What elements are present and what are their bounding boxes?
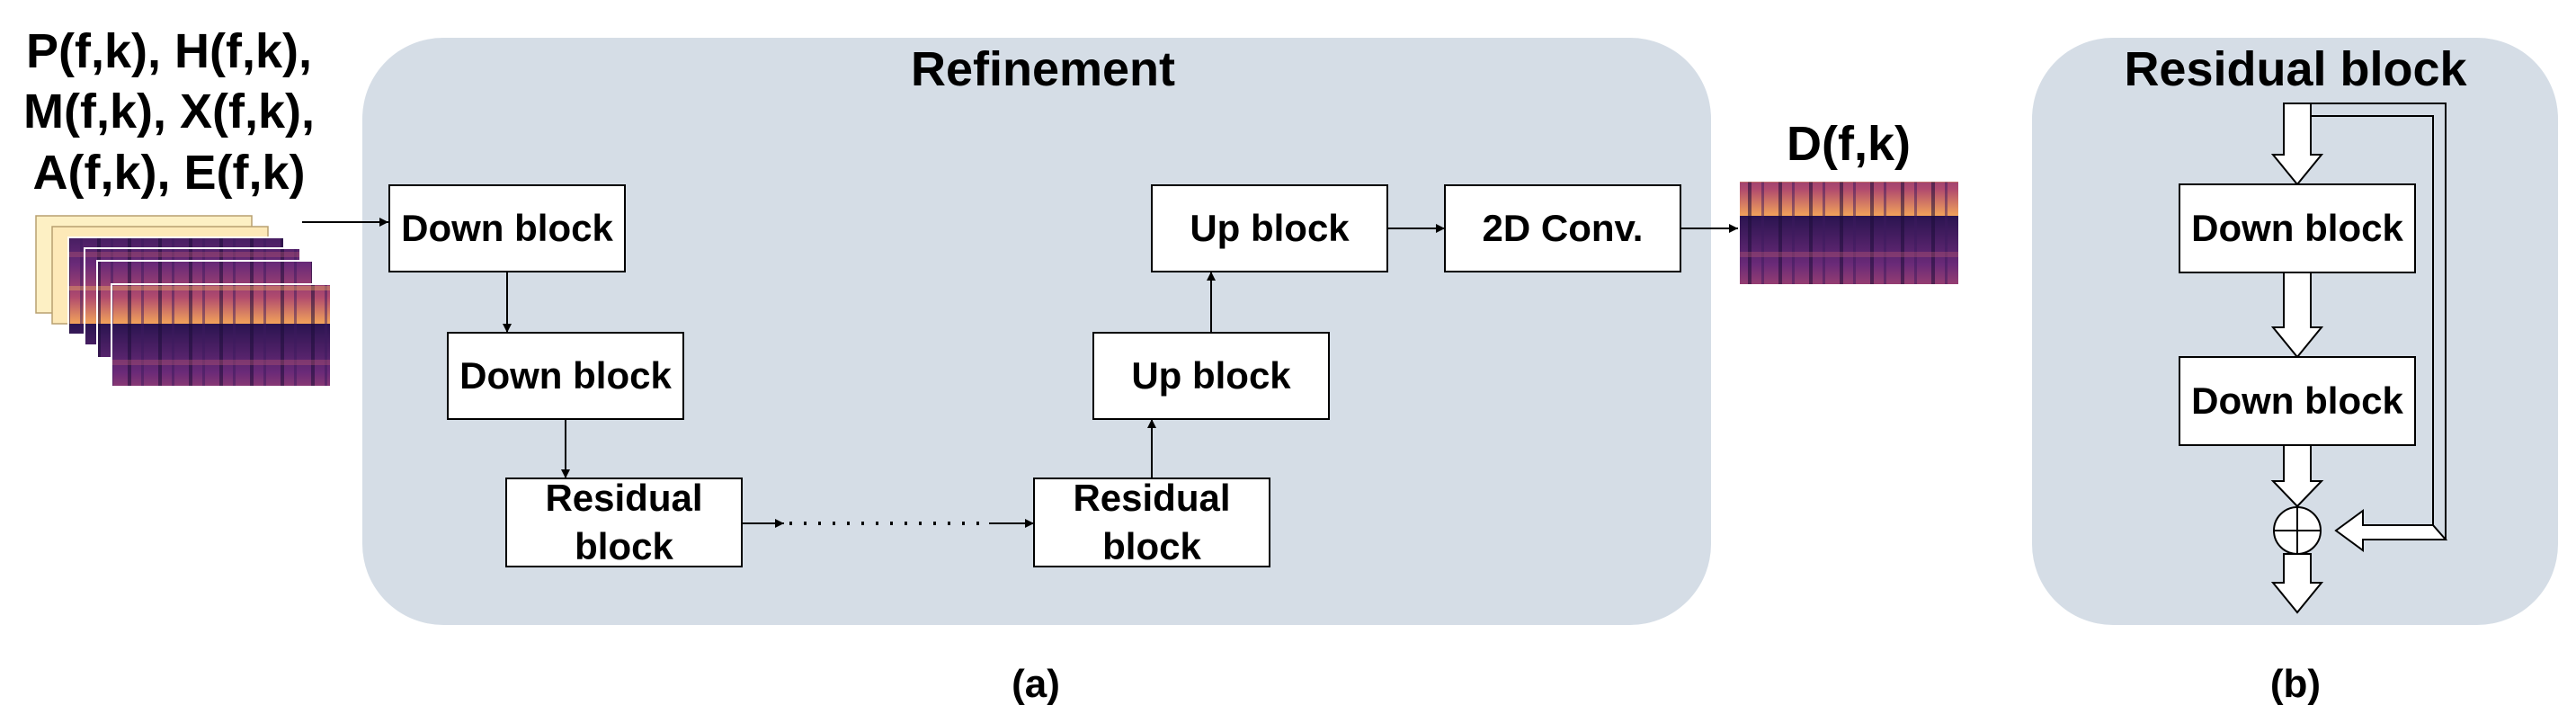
residual-down-block-2: Down block	[2179, 356, 2416, 446]
hollow-arrow-input	[2270, 103, 2324, 186]
residual-left-label-line-2: block	[575, 525, 673, 567]
residual-right-label-line-2: block	[1102, 525, 1201, 567]
refinement-title: Refinement	[911, 42, 1175, 96]
input-label-line-3: A(f,k), E(f,k)	[33, 146, 306, 200]
residual-right-label-line-1: Residual	[1073, 477, 1230, 519]
hollow-arrow-output	[2270, 553, 2324, 614]
input-label-line-2: M(f,k), X(f,k),	[23, 85, 315, 138]
up-block-2: Up block	[1151, 184, 1388, 272]
down-block-1-label: Down block	[401, 207, 613, 249]
residual-block-right: Residual block	[1033, 477, 1270, 567]
residual-down-block-1: Down block	[2179, 183, 2416, 273]
hollow-arrow-between-blocks	[2270, 272, 2324, 359]
residual-down-block-1-label: Down block	[2191, 207, 2403, 249]
down-block-2: Down block	[447, 332, 684, 420]
down-block-2-label: Down block	[459, 354, 672, 397]
residual-down-block-2-label: Down block	[2191, 379, 2403, 422]
residual-block-title: Residual block	[2124, 42, 2467, 96]
up-block-2-label: Up block	[1190, 207, 1350, 249]
conv2d-label: 2D Conv.	[1483, 207, 1644, 249]
down-block-1: Down block	[388, 184, 626, 272]
input-label-line-1: P(f,k), H(f,k),	[26, 24, 312, 78]
input-label: P(f,k), H(f,k), M(f,k), X(f,k), A(f,k), …	[23, 24, 315, 200]
residual-left-label-line-1: Residual	[545, 477, 702, 519]
skip-connection-outer	[2311, 103, 2447, 540]
caption-b: (b)	[2270, 662, 2321, 706]
output-spectrogram	[1740, 182, 1958, 284]
residual-block-left: Residual block	[505, 477, 743, 567]
caption-a: (a)	[1012, 662, 1060, 706]
output-label: D(f,k)	[1787, 117, 1911, 171]
hollow-arrow-to-sum	[2270, 444, 2324, 508]
skip-connection-inner	[2311, 115, 2434, 525]
up-block-1-label: Up block	[1131, 354, 1291, 397]
up-block-1: Up block	[1092, 332, 1330, 420]
conv2d-block: 2D Conv.	[1444, 184, 1681, 272]
sum-node-icon	[2273, 506, 2322, 555]
input-spectrogram-stack	[35, 215, 332, 388]
skip-connection-arrow	[2334, 509, 2448, 552]
spectrogram-layer-6	[111, 283, 332, 388]
